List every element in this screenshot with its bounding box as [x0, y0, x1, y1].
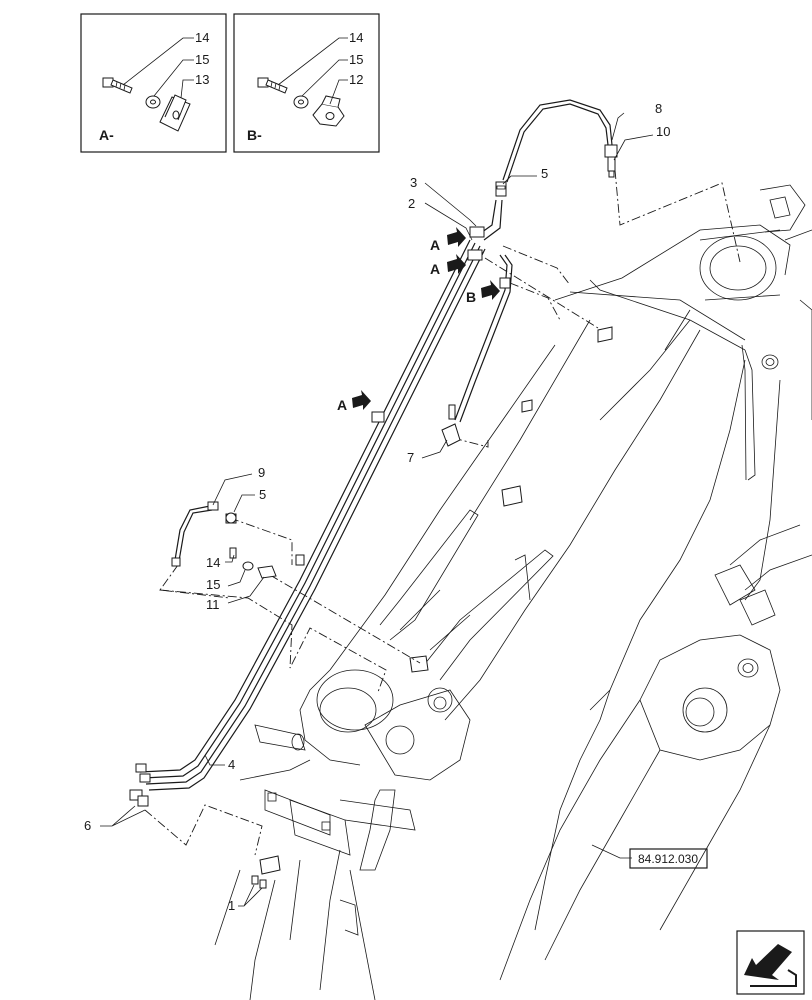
detail-b-label-14: 14: [349, 30, 363, 45]
detail-b-label-12: 12: [349, 72, 363, 87]
marker-b-1: B: [466, 289, 476, 305]
callout-15: 15: [206, 577, 220, 592]
callout-10: 10: [656, 124, 670, 139]
detail-b-label-15: 15: [349, 52, 363, 67]
hydraulic-pipes: [139, 99, 613, 791]
washer-icon: [145, 95, 161, 109]
callout-7: 7: [407, 450, 414, 465]
clamp-icon: [159, 94, 191, 132]
callout-2: 2: [408, 196, 415, 211]
clamp-icon: [312, 95, 345, 127]
reference-box[interactable]: 84.912.030: [629, 848, 708, 869]
detail-a-label-14: 14: [195, 30, 209, 45]
washer-icon: [293, 95, 309, 109]
detail-a-label-13: 13: [195, 72, 209, 87]
detail-b-title: B-: [247, 127, 262, 143]
callout-4: 4: [228, 757, 235, 772]
callout-5-left: 5: [259, 487, 266, 502]
detail-a-label-15: 15: [195, 52, 209, 67]
fittings: [129, 144, 618, 889]
callout-9: 9: [258, 465, 265, 480]
detail-b-panel: 14 15 12 B-: [233, 13, 380, 153]
detail-a-title: A-: [99, 127, 114, 143]
dash-dot-guides: [144, 169, 741, 856]
callout-8: 8: [655, 101, 662, 116]
bolt-icon: [257, 77, 288, 94]
marker-a-3: A: [337, 397, 347, 413]
navigation-arrow-icon[interactable]: [736, 930, 805, 995]
detail-a-panel: 14 15 13 A-: [80, 13, 227, 153]
marker-a-2: A: [430, 261, 440, 277]
marker-a-1: A: [430, 237, 440, 253]
bolt-icon: [102, 77, 133, 94]
callout-1: 1: [228, 898, 235, 913]
callout-6: 6: [84, 818, 91, 833]
callout-5-top: 5: [541, 166, 548, 181]
callout-11: 11: [206, 597, 220, 612]
marker-arrows: A A B A: [337, 227, 500, 413]
callout-14: 14: [206, 555, 220, 570]
callout-3: 3: [410, 175, 417, 190]
boom-structure: [214, 184, 812, 1000]
reference-number: 84.912.030: [638, 852, 698, 866]
callout-leaders: [100, 112, 654, 907]
